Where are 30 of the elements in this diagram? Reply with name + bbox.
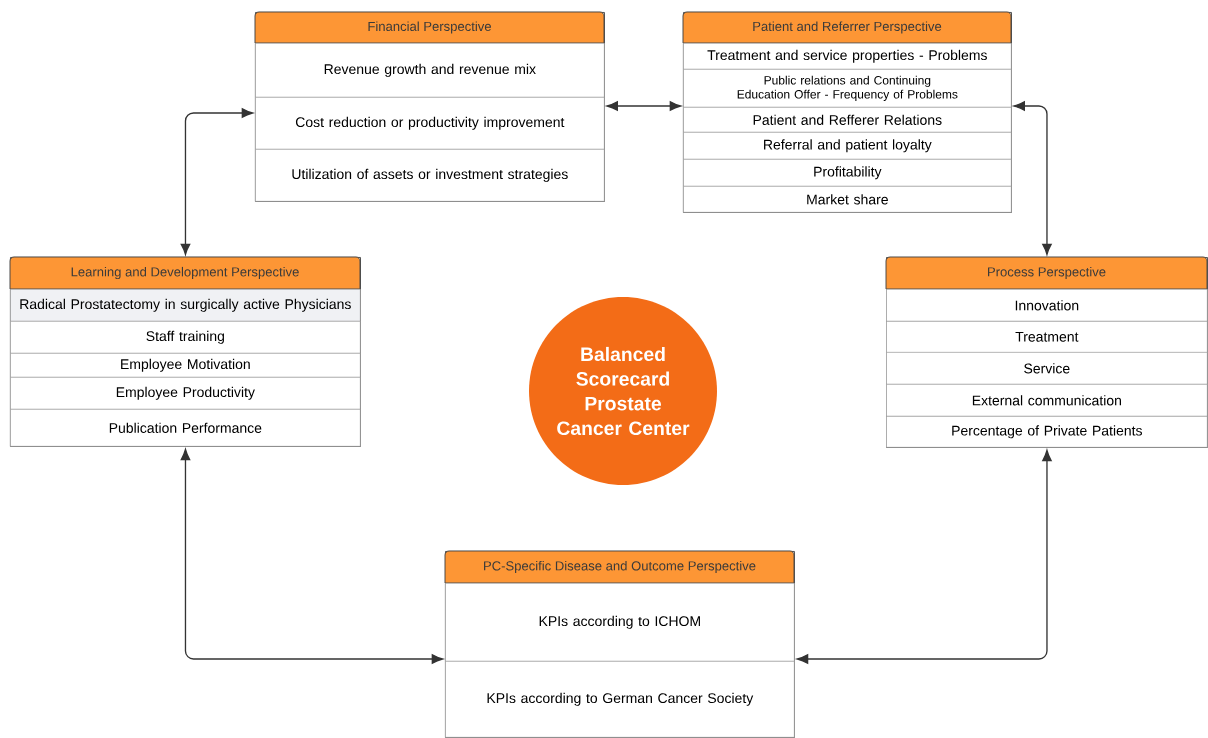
table-row: External communication: [886, 384, 1208, 417]
table-row: KPIs according to ICHOM: [445, 583, 795, 662]
node-label: Percentage of Private Patients: [952, 425, 1142, 439]
node-label: Treatment: [1015, 331, 1079, 342]
node-label: External communication: [972, 395, 1121, 406]
table-row: KPIs according to German Cancer Society: [445, 661, 795, 738]
table-row: Treatment: [886, 321, 1208, 353]
table-row: Service: [886, 352, 1208, 385]
arrow: [180, 108, 254, 256]
table-row: Public relations and Continuing Education Offer - Frequency of Problems: [683, 69, 1012, 108]
table-row: Cost reduction or productivity improvement: [255, 97, 605, 150]
table-row: Employee Motivation: [10, 353, 361, 378]
table-row: Radical Prostatectomy in surgically active Physicians: [10, 289, 361, 322]
table-row: Revenue growth and revenue mix: [255, 43, 605, 98]
table-row: Innovation: [886, 289, 1208, 322]
table-row: Publication Performance: [10, 409, 361, 447]
arrow: [180, 448, 444, 664]
node-label: Innovation: [1015, 300, 1079, 311]
table-row: Staff training: [10, 321, 361, 354]
table-row: Percentage of Private Patients: [886, 416, 1208, 448]
table-row: Patient and Refferer Relations: [683, 107, 1012, 133]
table-row: Utilization of assets or investment strategies: [255, 149, 605, 202]
arrow: [1013, 101, 1052, 256]
table-row: Employee Productivity: [10, 377, 361, 410]
table-row: Market share: [683, 186, 1012, 213]
table-row: Treatment and service properties - Problems: [683, 43, 1012, 70]
table-row: Profitability: [683, 159, 1012, 187]
arrow: [606, 101, 682, 111]
table-row: Referral and patient loyalty: [683, 132, 1012, 160]
arrow: [796, 449, 1052, 664]
